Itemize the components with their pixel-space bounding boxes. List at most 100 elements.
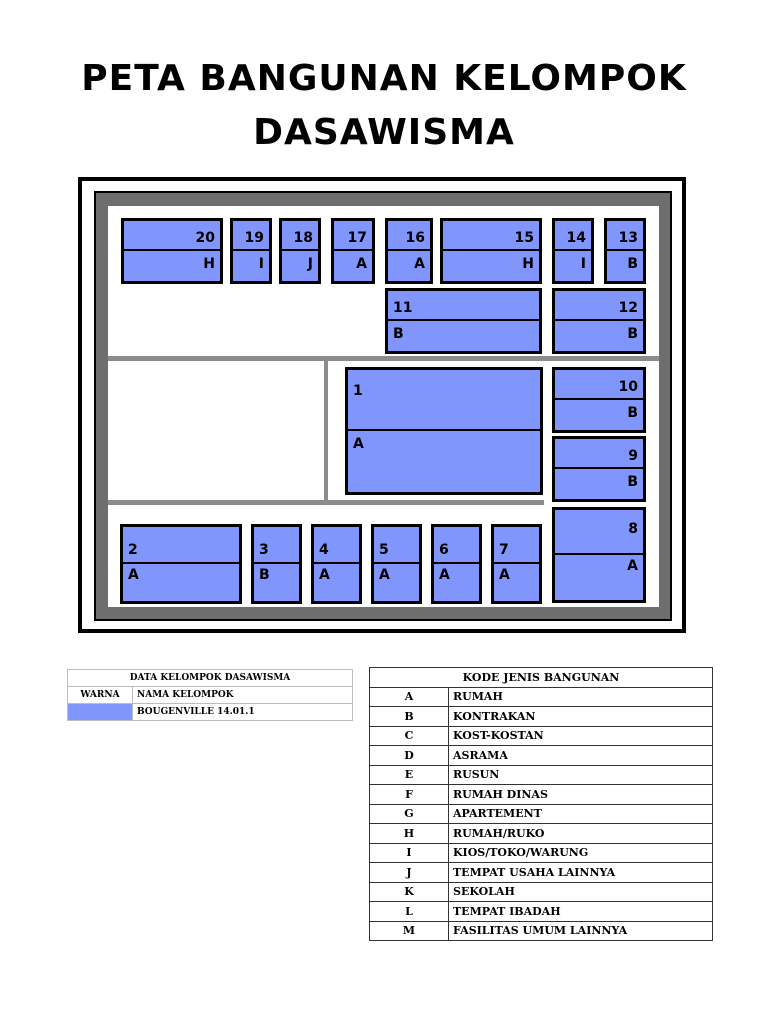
building-16[interactable]: 16 A [385,218,433,284]
building-7[interactable]: 7 A [491,524,542,604]
building-code: B [627,474,638,490]
building-code: I [580,256,586,272]
building-number: 17 [347,230,367,246]
code-label: KONTRAKAN [448,706,713,727]
code-table-title: KODE JENIS BANGUNAN [369,667,713,688]
building-number: 4 [319,542,329,558]
group-color-swatch [67,703,133,721]
building-13[interactable]: 13 B [604,218,646,284]
building-number: 7 [499,542,509,558]
code-letter: B [369,706,449,727]
building-1[interactable]: 1 A [345,367,543,495]
building-2[interactable]: 2 A [120,524,242,604]
code-label: KIOS/TOKO/WARUNG [448,842,713,863]
code-label: RUMAH/RUKO [448,823,713,844]
code-label: SEKOLAH [448,881,713,902]
building-number: 5 [379,542,389,558]
building-15[interactable]: 15 H [440,218,542,284]
building-number: 20 [195,230,215,246]
building-code: H [522,256,534,272]
building-4[interactable]: 4 A [311,524,362,604]
code-label: RUSUN [448,764,713,785]
building-14[interactable]: 14 I [552,218,594,284]
code-label: APARTEMENT [448,803,713,824]
road-lower [108,500,544,505]
building-6[interactable]: 6 A [431,524,482,604]
code-label: TEMPAT IBADAH [448,901,713,922]
building-3[interactable]: 3 B [251,524,302,604]
building-number: 18 [293,230,313,246]
code-letter: C [369,725,449,746]
building-code: A [356,256,367,272]
building-number: 8 [628,521,638,537]
building-code: B [259,567,270,583]
building-number: 3 [259,542,269,558]
code-label: RUMAH DINAS [448,784,713,805]
building-number: 2 [128,542,138,558]
road-upper [108,356,659,361]
group-data-table: DATA KELOMPOK DASAWISMA WARNA NAMA KELOM… [67,669,353,721]
building-9[interactable]: 9 B [552,436,646,502]
building-code: A [439,567,450,583]
building-8[interactable]: 8 A [552,507,646,603]
building-code: B [627,326,638,342]
code-letter: K [369,881,449,902]
building-code: A [499,567,510,583]
code-label: ASRAMA [448,745,713,766]
building-10[interactable]: 10 B [552,367,646,433]
group-name: BOUGENVILLE 14.01.1 [132,703,353,721]
building-code: B [627,256,638,272]
title-line-2: DASAWISMA [253,112,515,153]
building-number: 13 [618,230,638,246]
code-letter: F [369,784,449,805]
building-number: 1 [353,383,363,399]
building-19[interactable]: 19 I [230,218,272,284]
code-letter: G [369,803,449,824]
code-label: KOST-KOSTAN [448,725,713,746]
building-12[interactable]: 12 B [552,288,646,354]
road-middle [324,361,328,501]
code-label: TEMPAT USAHA LAINNYA [448,862,713,883]
page-title: PETA BANGUNAN KELOMPOK DASAWISMA [0,52,768,160]
building-number: 16 [405,230,425,246]
header-group-name: NAMA KELOMPOK [132,686,353,704]
code-letter: D [369,745,449,766]
title-line-1: PETA BANGUNAN KELOMPOK [81,58,687,99]
building-11[interactable]: 11 B [385,288,542,354]
building-code: A [627,558,638,574]
code-label: RUMAH [448,686,713,707]
building-18[interactable]: 18 J [279,218,321,284]
building-number: 19 [244,230,264,246]
building-number: 15 [514,230,534,246]
building-17[interactable]: 17 A [331,218,375,284]
code-letter: M [369,920,449,941]
building-code: I [258,256,264,272]
building-code: B [393,326,404,342]
building-number: 10 [618,379,638,395]
building-5[interactable]: 5 A [371,524,422,604]
building-20[interactable]: 20 H [121,218,223,284]
code-letter: H [369,823,449,844]
code-letter: A [369,686,449,707]
building-number: 6 [439,542,449,558]
building-code: J [307,256,313,272]
group-table-title: DATA KELOMPOK DASAWISMA [67,669,353,687]
building-number: 14 [566,230,586,246]
code-letter: J [369,862,449,883]
code-label: FASILITAS UMUM LAINNYA [448,920,713,941]
building-code: A [414,256,425,272]
building-code: H [203,256,215,272]
building-code: A [128,567,139,583]
code-letter: E [369,764,449,785]
